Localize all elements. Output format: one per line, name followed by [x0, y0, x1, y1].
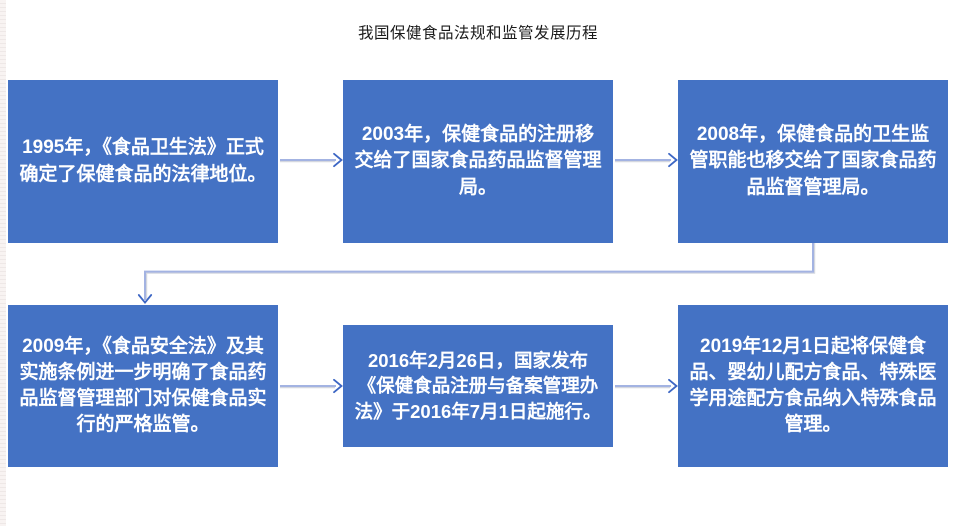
- flow-node-1995-text: 1995年，《食品卫生法》正式确定了保健食品的法律地位。: [19, 137, 267, 185]
- flow-node-1995: 1995年，《食品卫生法》正式确定了保健食品的法律地位。: [8, 80, 278, 243]
- right-arrow-icon: [615, 152, 678, 168]
- flow-node-2009-text: 2009年，《食品安全法》及其实施条例进一步明确了食品药品监督管理部门对保健食品…: [19, 335, 267, 436]
- flow-node-2003-text: 2003年，保健食品的注册移交给了国家食品药品监督管理局。: [354, 124, 602, 198]
- flow-node-2019-text: 2019年12月1日起将保健食品、婴幼儿配方食品、特殊医学用途配方食品纳入特殊食…: [689, 335, 937, 436]
- page-title: 我国保健食品法规和监管发展历程: [357, 25, 598, 42]
- flow-node-2009: 2009年，《食品安全法》及其实施条例进一步明确了食品药品监督管理部门对保健食品…: [8, 305, 278, 467]
- flow-node-2003: 2003年，保健食品的注册移交给了国家食品药品监督管理局。: [343, 80, 613, 243]
- flow-node-2016-text: 2016年2月26日，国家发布《保健食品注册与备案管理办法》于2016年7月1日…: [354, 349, 602, 422]
- elbow-down-arrow-icon: [137, 243, 816, 305]
- right-arrow-icon: [280, 152, 343, 168]
- flow-node-2019: 2019年12月1日起将保健食品、婴幼儿配方食品、特殊医学用途配方食品纳入特殊食…: [678, 305, 948, 467]
- flow-node-2008-text: 2008年，保健食品的卫生监管职能也移交给了国家食品药品监督管理局。: [689, 124, 937, 198]
- right-arrow-icon: [280, 378, 343, 394]
- left-edge-texture: [0, 0, 6, 526]
- right-arrow-icon: [615, 378, 678, 394]
- flow-node-2008: 2008年，保健食品的卫生监管职能也移交给了国家食品药品监督管理局。: [678, 80, 948, 243]
- flow-node-2016: 2016年2月26日，国家发布《保健食品注册与备案管理办法》于2016年7月1日…: [343, 325, 613, 447]
